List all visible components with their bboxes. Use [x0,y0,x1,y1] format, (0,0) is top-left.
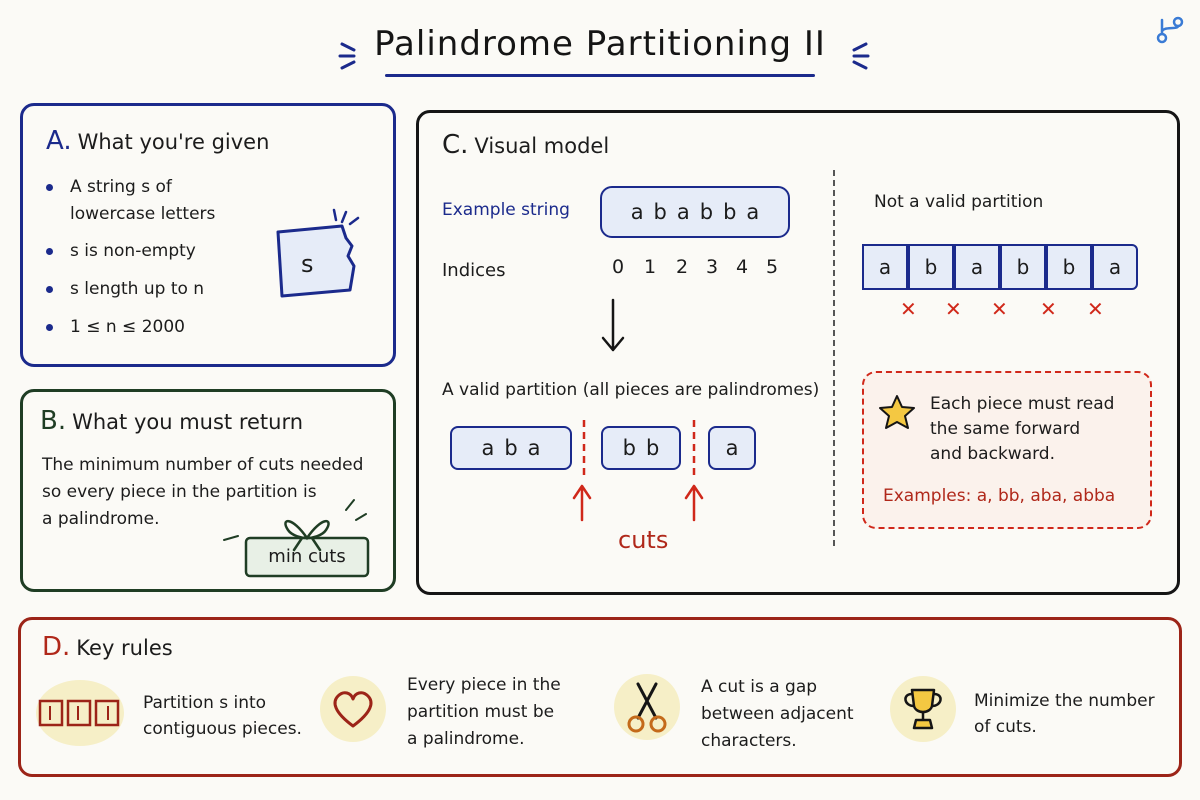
segments-icon [36,680,124,746]
note-text: Each piece must read the same forward an… [930,392,1114,467]
rule-line: of cuts. [974,717,1037,737]
bullet-dot [46,286,53,293]
star-icon [879,395,915,429]
panel-b-letter: B. [40,406,67,436]
panel-b-title: What you must return [72,410,304,434]
rule-line: between adjacent [701,704,854,724]
index-label: 2 [676,256,689,278]
index-label: 0 [612,256,625,278]
bullet-dot [46,324,53,331]
page-title: Palindrome Partitioning II [374,24,826,64]
cross-icon: ✕ [945,297,962,321]
sparkle-left-icon [338,42,356,70]
bullet-text: s is non-empty [70,241,196,261]
panel-a-title: What you're given [77,130,270,154]
rule-text: Every piece in the partition must be a p… [407,672,561,753]
bullet-text: s length up to n [70,279,205,299]
bullet-dot [46,184,53,191]
cuts-label: cuts [618,526,669,554]
invalid-char-cell: b [1046,244,1092,290]
example-string-box: ababba [600,186,790,238]
rule-line: characters. [701,731,797,751]
example-string-label: Example string [442,200,570,220]
title-underline [385,74,815,77]
rule-text: Minimize the number of cuts. [974,688,1155,740]
panel-divider [833,170,835,546]
panel-a-letter: A. [46,126,72,156]
rule-line: Every piece in the [407,675,561,695]
invalid-char-cell: a [862,244,908,290]
sparkle-right-icon [852,42,870,70]
partition-piece: aba [450,426,572,470]
arrow-down-icon [601,298,625,352]
note-line: the same forward [930,419,1081,439]
bullet-text: A string s of [70,177,172,197]
rule-text: Partition s into contiguous pieces. [143,690,302,742]
panel-visual-model [416,110,1180,595]
index-label: 4 [736,256,749,278]
panel-b-line: so every piece in the partition is [42,482,317,502]
cross-icon: ✕ [1040,297,1057,321]
index-label: 3 [706,256,719,278]
note-examples: Examples: a, bb, aba, abba [883,486,1116,506]
panel-c-title: Visual model [474,134,610,158]
bullet-dot [46,248,53,255]
cross-icon: ✕ [991,297,1008,321]
rule-text: A cut is a gap between adjacent characte… [701,674,854,755]
index-label: 1 [644,256,657,278]
rule-line: Partition s into [143,693,267,713]
panel-b-line: a palindrome. [42,509,160,529]
rule-line: partition must be [407,702,555,722]
panel-return [20,389,396,592]
index-label: 5 [766,256,779,278]
invalid-char-cell: a [1092,244,1138,290]
note-line: Each piece must read [930,394,1115,414]
gift-label: min cuts [268,546,346,567]
invalid-char-cell: b [908,244,954,290]
rule-line: A cut is a gap [701,677,818,697]
rule-line: contiguous pieces. [143,719,302,739]
rule-line: Minimize the number [974,691,1155,711]
scissors-icon [614,674,680,740]
panel-c-letter: C. [442,130,469,160]
invalid-partition-label: Not a valid partition [874,192,1044,212]
string-card-label: s [301,250,314,278]
panel-key-rules [18,617,1182,777]
panel-given [20,103,396,367]
indices-label: Indices [442,260,506,281]
cut-marker-2 [684,420,704,522]
panel-d-title: Key rules [76,636,173,660]
panel-d-letter: D. [42,632,71,662]
bullet-text: 1 ≤ n ≤ 2000 [70,317,185,337]
cut-marker-1 [572,420,592,522]
panel-b-line: The minimum number of cuts needed [42,455,364,475]
heart-icon [320,676,386,742]
gift-icon [223,499,370,578]
note-line: and backward. [930,444,1055,464]
branch-icon[interactable] [1154,14,1186,46]
panel-a-heading: A.What you're given [46,126,269,156]
trophy-icon [890,676,956,742]
cross-icon: ✕ [900,297,917,321]
rule-line: a palindrome. [407,729,525,749]
string-card-icon [276,208,360,298]
partition-piece: bb [601,426,681,470]
bullet-text: lowercase letters [70,204,216,224]
palindrome-note-box [862,371,1152,529]
cross-icon: ✕ [1087,297,1104,321]
panel-d-heading: D.Key rules [42,632,173,662]
panel-c-heading: C.Visual model [442,130,609,160]
invalid-char-cell: a [954,244,1000,290]
valid-partition-label: A valid partition (all pieces are palind… [442,380,820,400]
invalid-char-cell: b [1000,244,1046,290]
panel-b-heading: B.What you must return [40,406,303,436]
partition-piece: a [708,426,756,470]
